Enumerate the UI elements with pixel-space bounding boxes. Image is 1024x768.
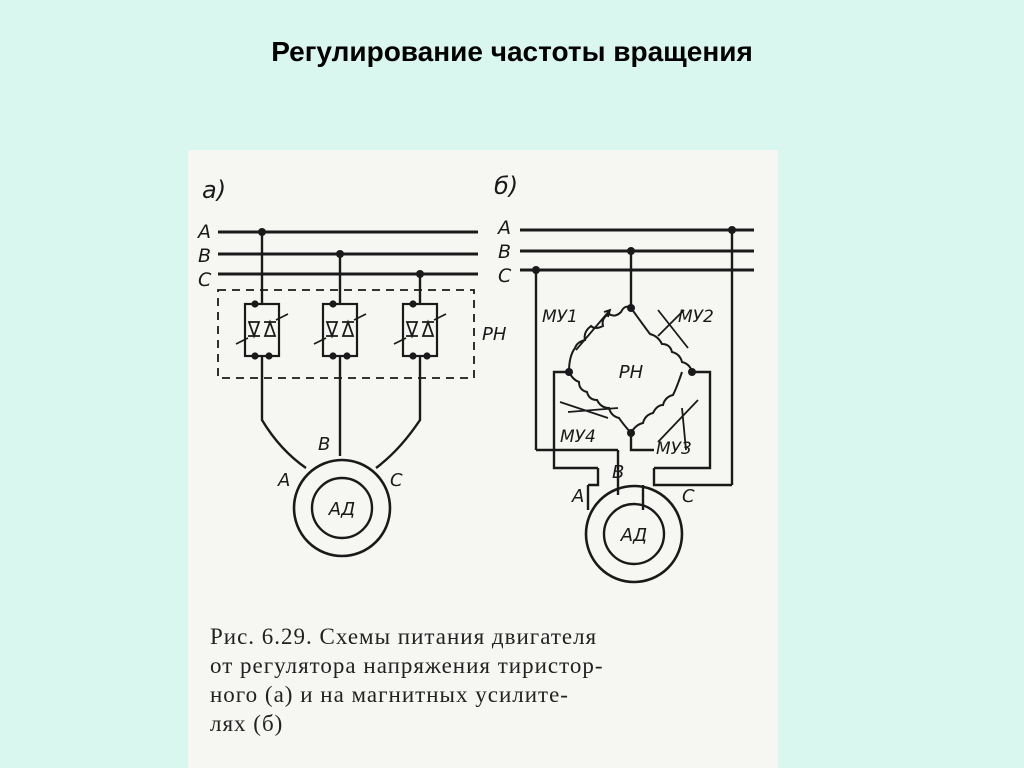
phase-label-b-C: С [682, 486, 695, 507]
amplifier-label-MU3: МУ3 [656, 439, 692, 459]
slide-title: Регулирование частоты вращения [271, 36, 753, 67]
wire-loop-right [654, 370, 712, 470]
bus-label-a-C: С [198, 269, 212, 291]
amplifier-arrow-MU4 [559, 401, 619, 419]
regulator-label-a: РН [482, 324, 507, 345]
wire-phase-A-b-left [588, 468, 600, 487]
phase-label-a-B: В [318, 434, 330, 455]
wire-phase-A [260, 356, 307, 469]
figure-caption: Рис. 6.29. Схемы питания двигателя от ре… [210, 622, 770, 738]
bus-label-b-C: С [498, 265, 512, 287]
caption-line: Рис. 6.29. Схемы питания двигателя [210, 624, 598, 649]
figure-panel: а) А В С РН [188, 150, 778, 768]
amplifier-label-MU2: МУ2 [678, 307, 714, 327]
motor-outer-b [584, 484, 684, 584]
thyristor-pair-1 [235, 300, 289, 360]
bus-label-a-A: А [196, 221, 211, 243]
motor-label-b: АД [620, 525, 647, 546]
thyristor-pair-2 [313, 300, 367, 360]
label-b: б) [494, 172, 518, 200]
phase-label-a-C: С [390, 470, 403, 491]
regulator-bridge-b [568, 305, 693, 434]
amplifier-arrow-MU1 [575, 308, 612, 351]
label-a: а) [202, 176, 226, 204]
motor-inner-b [602, 502, 666, 566]
wire-loop-left [552, 370, 598, 470]
phase-label-b-A: А [571, 486, 584, 507]
wire-bridge-bottom [629, 433, 654, 452]
phase-label-a-A: А [277, 470, 290, 491]
caption-line: лях (б) [210, 711, 284, 736]
wire-phase-C [375, 356, 422, 469]
regulator-box-a [217, 289, 475, 379]
wire-phase-C-b [652, 468, 732, 487]
amplifier-label-MU4: МУ4 [560, 427, 596, 447]
amplifier-arrow-MU2 [657, 309, 689, 349]
amplifier-label-MU1: МУ1 [542, 307, 578, 327]
diagram-b: б) А В С РН [494, 172, 754, 584]
motor-inner-a [310, 476, 374, 540]
motor-outer-a [292, 458, 392, 558]
phase-label-b-B: В [612, 462, 624, 483]
caption-line: от регулятора напряжения тиристор- [210, 653, 604, 678]
bus-label-b-A: А [496, 217, 511, 239]
caption-line: ного (а) и на магнитных усилите- [210, 682, 569, 707]
motor-label-a: АД [328, 499, 355, 520]
bus-label-b-B: В [498, 241, 511, 263]
amplifier-arrow-MU3 [657, 399, 699, 451]
bus-label-a-B: В [198, 245, 211, 267]
regulator-label-b: РН [619, 362, 644, 383]
circuit-diagram: а) А В С РН [196, 172, 754, 584]
thyristor-pair-3 [393, 300, 447, 360]
diagram-a: а) А В С РН [196, 176, 507, 558]
